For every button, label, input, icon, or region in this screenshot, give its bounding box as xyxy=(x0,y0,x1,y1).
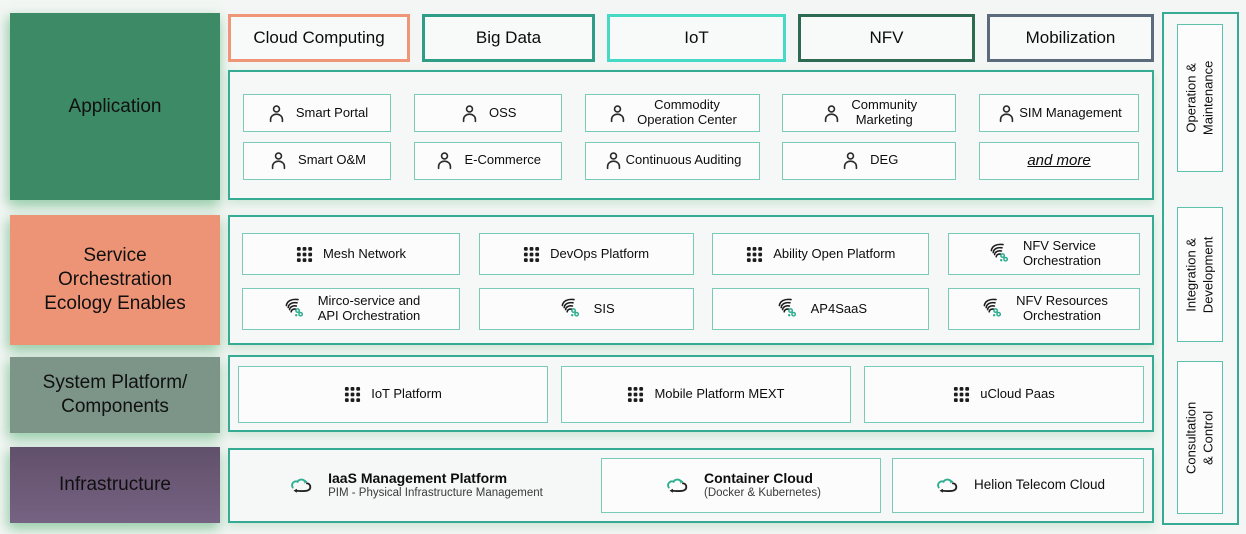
side-column: Operation & Maintenance Integration & De… xyxy=(1162,12,1239,525)
app-item-label: E-Commerce xyxy=(464,152,542,168)
infrastructure-band: IaaS Management Platform PIM - Physical … xyxy=(228,448,1154,523)
person-icon xyxy=(459,103,480,124)
row-label-service-orchestration: Service Orchestration Ecology Enables xyxy=(10,215,220,345)
app-item-label: and more xyxy=(1027,151,1091,169)
app-item-oss: OSS xyxy=(413,94,562,132)
row-label-application: Application xyxy=(10,13,220,200)
person-icon xyxy=(821,103,842,124)
cloud-sync-icon xyxy=(285,474,316,498)
person-icon xyxy=(840,150,861,171)
side-panel-operation-maintenance: Operation & Maintenance xyxy=(1177,24,1223,172)
svc-item-mesh-network: Mesh Network xyxy=(242,233,460,275)
app-item-label: Smart O&M xyxy=(298,152,366,168)
infra-item-title: IaaS Management Platform xyxy=(328,470,508,487)
sys-item-label: IoT Platform xyxy=(371,386,442,402)
app-item-label: Community Marketing xyxy=(851,97,918,127)
svc-item-label: Mirco-service and API Orchestration xyxy=(317,293,421,323)
svc-item-sis: SIS xyxy=(478,288,694,330)
side-panel-integration-development: Integration & Development xyxy=(1177,207,1223,342)
app-item-commodity-operation-center: Commodity Operation Center xyxy=(584,94,760,132)
side-panel-consultation-control: Consultation & Control xyxy=(1177,361,1223,514)
sys-item-label: uCloud Paas xyxy=(980,386,1055,402)
service-flow-icon xyxy=(775,296,801,322)
svc-item-ap4saas: AP4SaaS xyxy=(712,288,930,330)
service-flow-icon xyxy=(282,296,308,322)
service-orchestration-band: Mesh Network DevOps Platform Ability Ope… xyxy=(228,215,1154,345)
tag-cloud-computing: Cloud Computing xyxy=(228,14,410,62)
infra-item-title: Container Cloud xyxy=(704,470,813,487)
app-item-label: Smart Portal xyxy=(295,104,369,120)
technology-tag-row: Cloud Computing Big Data IoT NFV Mobiliz… xyxy=(228,14,1154,62)
app-grid-icon xyxy=(746,246,763,263)
tag-iot: IoT xyxy=(607,14,786,62)
sys-item-mobile-platform-mext: Mobile Platform MEXT xyxy=(561,366,851,423)
app-item-community-marketing: Community Marketing xyxy=(782,94,957,132)
app-item-label: Continuous Auditing xyxy=(625,152,742,168)
service-flow-icon xyxy=(987,241,1013,267)
tag-big-data: Big Data xyxy=(422,14,595,62)
app-grid-icon xyxy=(523,246,540,263)
person-icon xyxy=(996,103,1017,124)
person-icon xyxy=(607,103,628,124)
app-item-and-more: and more xyxy=(979,141,1139,180)
svc-item-label: NFV Resources Orchestration xyxy=(1016,293,1108,323)
infra-item-container-cloud: Container Cloud (Docker & Kubernetes) xyxy=(601,458,881,513)
app-item-smart-om: Smart O&M xyxy=(243,141,391,180)
app-item-label: OSS xyxy=(489,104,517,120)
svc-item-microservice-api-orchestration: Mirco-service and API Orchestration xyxy=(242,288,460,330)
tag-mobilization: Mobilization xyxy=(987,14,1154,62)
infra-item-helion-telecom-cloud: Helion Telecom Cloud xyxy=(892,458,1144,513)
app-item-continuous-auditing: Continuous Auditing xyxy=(584,141,760,180)
sys-item-ucloud-paas: uCloud Paas xyxy=(864,366,1144,423)
infra-item-iaas-management: IaaS Management Platform PIM - Physical … xyxy=(238,458,590,513)
side-panel-label: Operation & Maintenance xyxy=(1183,60,1216,136)
app-grid-icon xyxy=(296,246,313,263)
svc-item-label: NFV Service Orchestration xyxy=(1022,238,1101,268)
svc-item-label: AP4SaaS xyxy=(810,300,867,316)
svc-item-nfv-service-orchestration: NFV Service Orchestration xyxy=(947,233,1140,275)
svc-item-nfv-resources-orchestration: NFV Resources Orchestration xyxy=(947,288,1140,330)
row-label-system-platform: System Platform/ Components xyxy=(10,357,220,433)
person-icon xyxy=(266,103,287,124)
svc-item-label: Mesh Network xyxy=(322,245,407,261)
person-icon xyxy=(268,150,289,171)
service-flow-icon xyxy=(980,296,1006,322)
svc-item-label: SIS xyxy=(593,300,615,316)
app-item-deg: DEG xyxy=(782,141,957,180)
app-item-label: SIM Management xyxy=(1019,104,1122,120)
svc-item-label: Ability Open Platform xyxy=(773,245,896,261)
svc-item-devops-platform: DevOps Platform xyxy=(478,233,694,275)
application-band: Smart Portal OSS Commodity Operation Cen… xyxy=(228,70,1154,200)
infra-item-subtitle: (Docker & Kubernetes) xyxy=(704,487,821,499)
system-platform-band: IoT Platform Mobile Platform MEXT uCloud… xyxy=(228,355,1154,432)
infra-item-subtitle: PIM - Physical Infrastructure Management xyxy=(328,487,543,499)
app-item-smart-portal: Smart Portal xyxy=(243,94,391,132)
side-panel-label: Integration & Development xyxy=(1183,236,1216,313)
person-icon xyxy=(603,150,624,171)
app-item-sim-management: SIM Management xyxy=(979,94,1139,132)
app-grid-icon xyxy=(344,386,361,403)
person-icon xyxy=(434,150,455,171)
service-flow-icon xyxy=(558,296,584,322)
app-grid-icon xyxy=(953,386,970,403)
infra-item-title: Helion Telecom Cloud xyxy=(973,477,1106,493)
row-label-infrastructure: Infrastructure xyxy=(10,447,220,523)
app-grid-icon xyxy=(627,386,644,403)
side-panel-label: Consultation & Control xyxy=(1183,401,1215,474)
sys-item-iot-platform: IoT Platform xyxy=(238,366,548,423)
svc-item-label: DevOps Platform xyxy=(550,245,650,261)
app-item-label: Commodity Operation Center xyxy=(637,97,737,127)
svc-item-ability-open-platform: Ability Open Platform xyxy=(712,233,930,275)
app-item-e-commerce: E-Commerce xyxy=(413,141,562,180)
sys-item-label: Mobile Platform MEXT xyxy=(654,386,785,402)
tag-nfv: NFV xyxy=(798,14,975,62)
app-item-label: DEG xyxy=(870,152,899,168)
cloud-sync-icon xyxy=(661,474,692,498)
cloud-sync-icon xyxy=(931,474,962,498)
